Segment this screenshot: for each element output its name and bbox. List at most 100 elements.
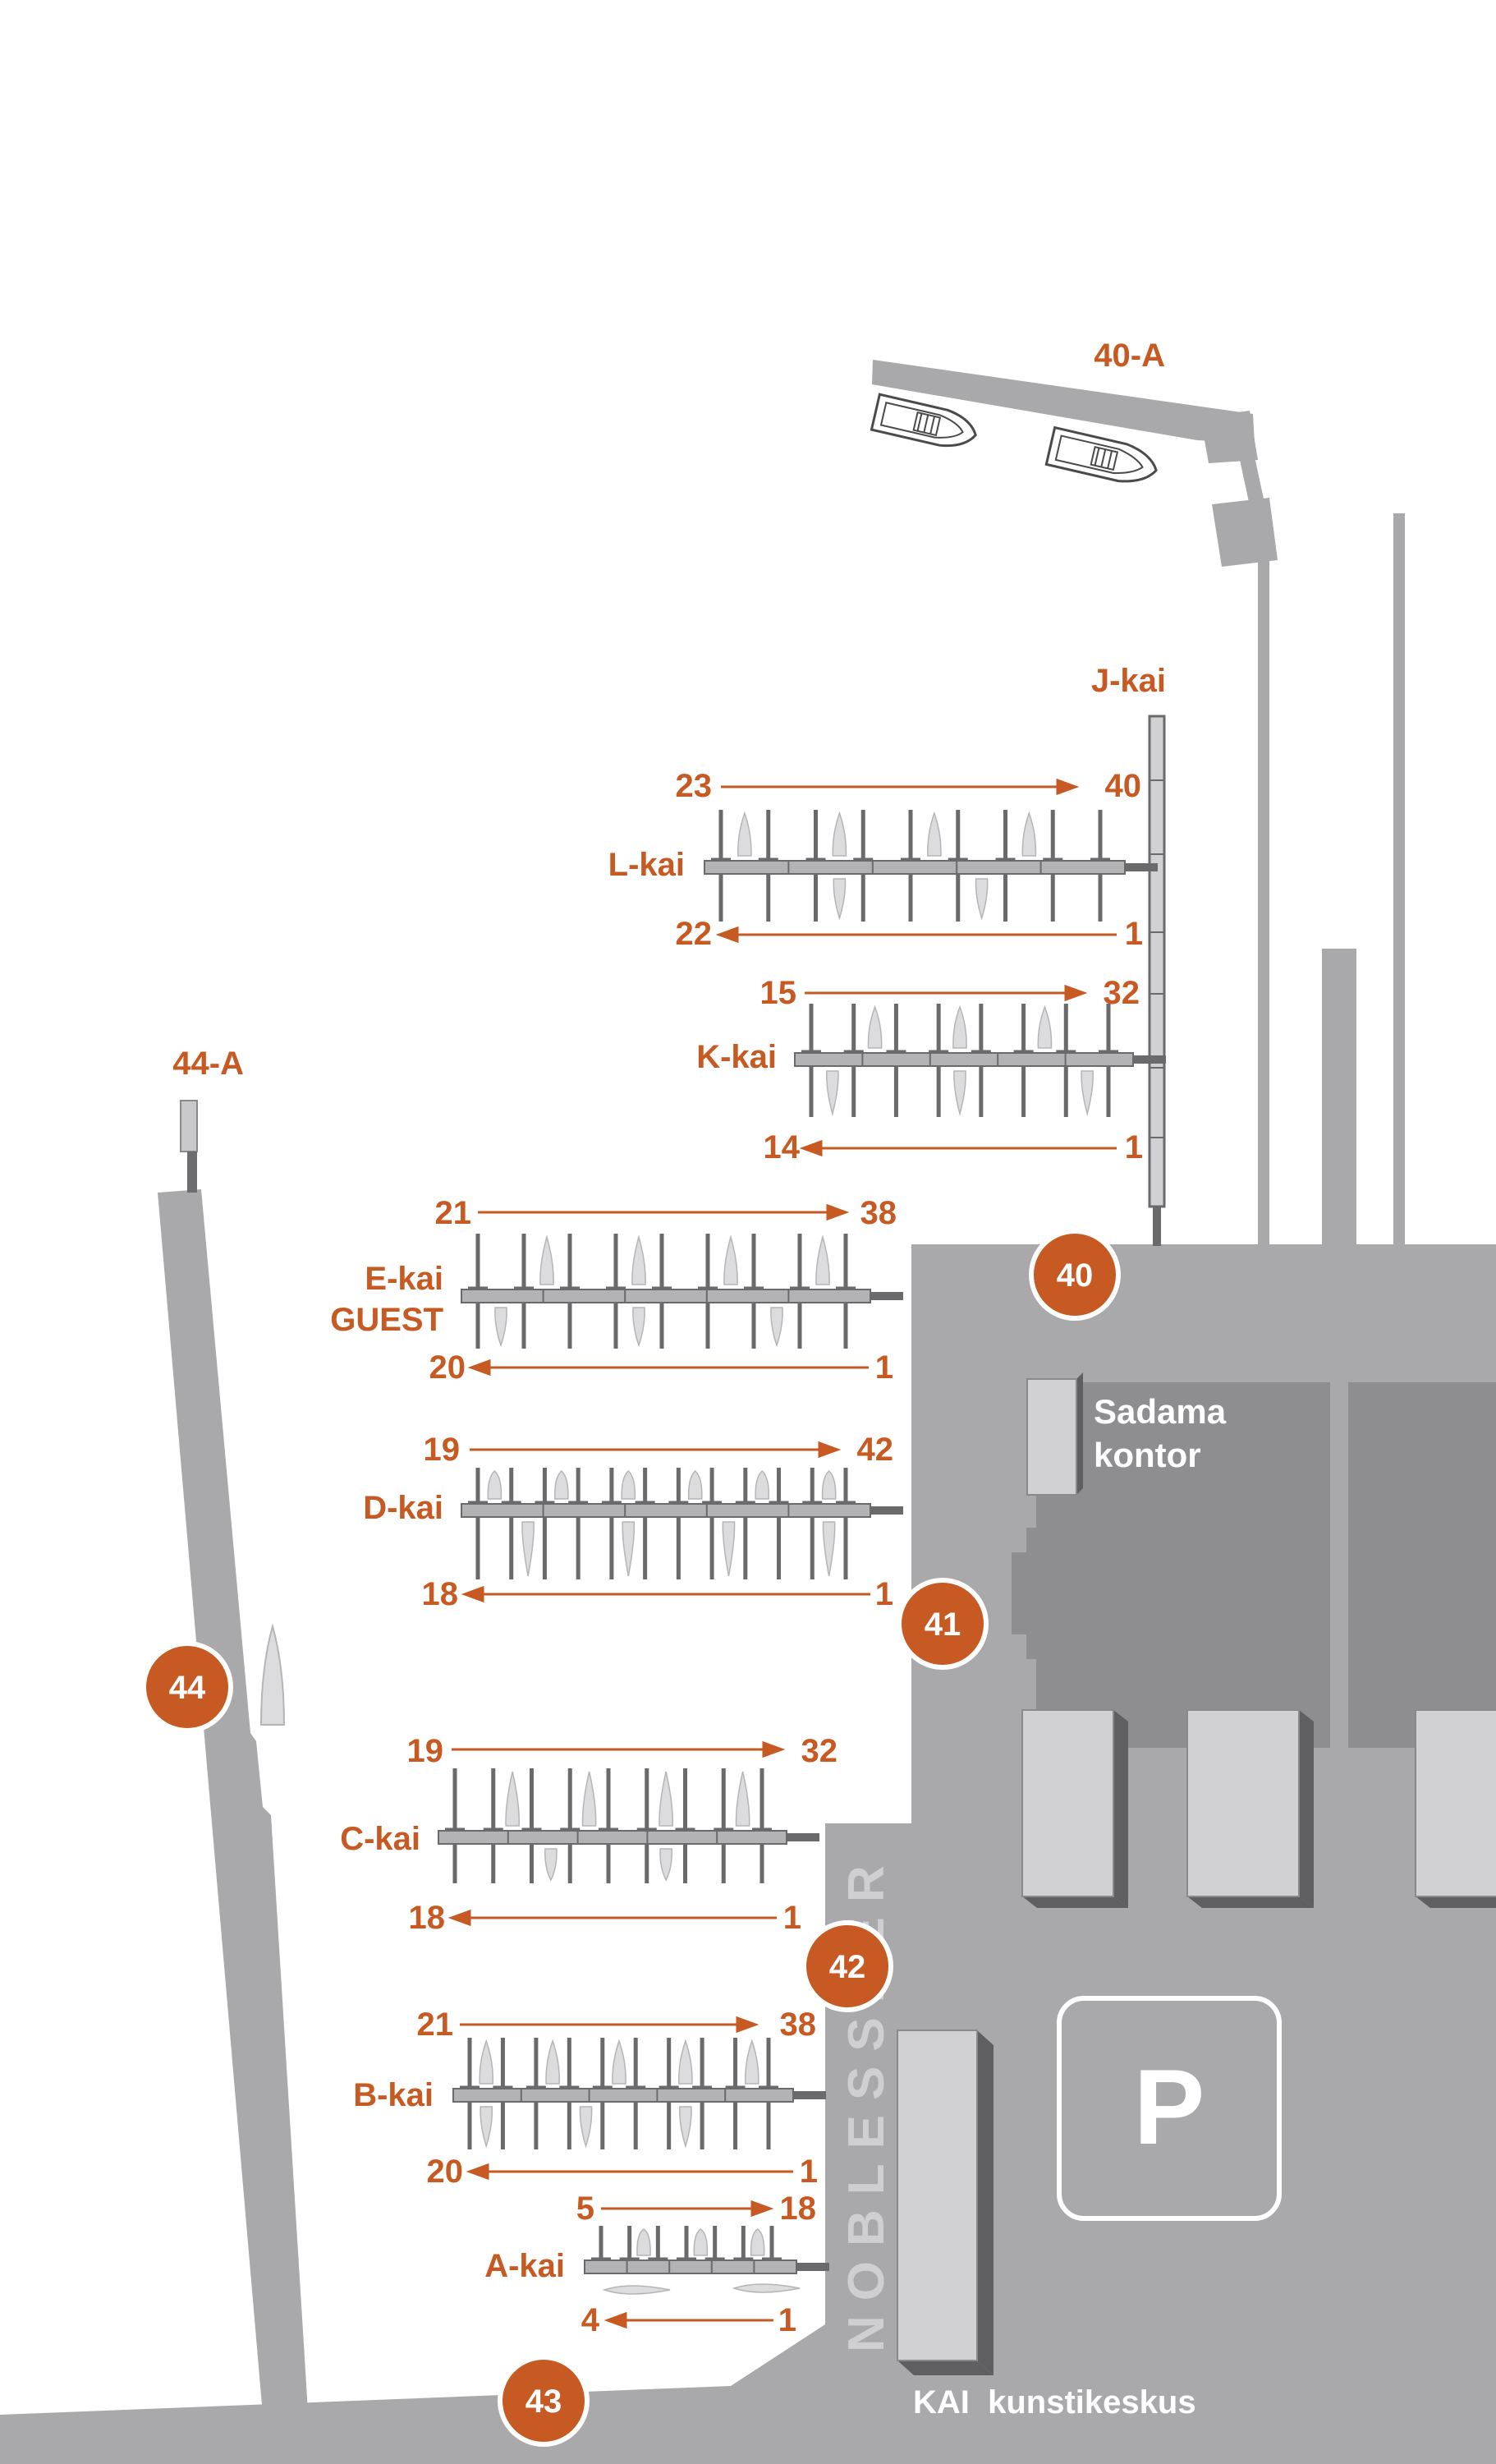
moored-boat <box>521 1521 535 1577</box>
pier-d-structure <box>461 1468 903 1579</box>
moored-boat <box>659 1771 673 1827</box>
warehouse-1 <box>1021 1709 1128 1908</box>
moored-boat <box>732 2283 801 2293</box>
harbour-building-2 <box>1348 1382 1496 1748</box>
moored-boat <box>679 2106 692 2149</box>
moored-boat <box>927 811 942 857</box>
pier-a-structure <box>584 2226 829 2274</box>
pier-b-connector <box>793 2091 826 2099</box>
l-kai-bottom-start: 22 <box>676 916 713 952</box>
pier-44a-label: 44-A <box>172 1046 244 1082</box>
pier-40a-label: 40-A <box>1094 338 1165 374</box>
c-kai-label: C-kai <box>340 1821 420 1857</box>
harbour-office-label-1: Sadama <box>1094 1392 1227 1431</box>
parking-sign <box>1057 1996 1282 2221</box>
pier-e-structure <box>461 1234 903 1349</box>
harbour-building-1 <box>1012 1382 1330 1748</box>
j-kai-pier <box>1148 715 1166 1246</box>
marker-43: 43 <box>498 2355 590 2447</box>
pier-40a-connector <box>1240 457 1264 506</box>
buildings <box>897 1372 1496 2375</box>
moored-boat <box>867 1004 883 1049</box>
moored-boat <box>975 878 989 921</box>
office-shadow <box>1076 1372 1083 1495</box>
moored-boat <box>636 2228 651 2256</box>
l-kai-top-end: 40 <box>1105 768 1142 804</box>
moored-boat <box>581 1771 597 1827</box>
moored-boat <box>723 1234 738 1285</box>
pier-layer <box>438 810 1166 2295</box>
marker-42-label: 42 <box>829 1949 866 1985</box>
pier-k-structure <box>794 1004 1166 1117</box>
d-kai-bottom-end: 1 <box>875 1576 893 1612</box>
k-kai-bottom-start: 14 <box>764 1129 801 1165</box>
moored-boat <box>505 1771 520 1827</box>
moored-boat <box>953 1070 966 1116</box>
b-kai-top-start: 21 <box>417 2007 454 2043</box>
b-kai-label: B-kai <box>353 2077 434 2113</box>
b-kai-bottom-end: 1 <box>800 2154 818 2190</box>
breakwater-light <box>187 1152 197 1193</box>
moored-boat <box>815 1234 830 1285</box>
west-breakwater <box>158 1189 308 2415</box>
moored-boat <box>612 2039 626 2085</box>
c-kai-bottom-start: 18 <box>409 1900 446 1936</box>
a-kai-label: A-kai <box>484 2248 565 2284</box>
breakwater-tip <box>180 1100 198 1152</box>
moored-boat <box>744 2039 759 2085</box>
moored-boat <box>479 2039 494 2085</box>
moored-boat <box>822 1521 836 1577</box>
pier-k-walkway <box>794 1052 1134 1067</box>
l-kai-bottom-end: 1 <box>1125 916 1143 952</box>
moored-boat <box>602 2285 671 2295</box>
k-kai-label: K-kai <box>696 1039 777 1075</box>
d-kai-bottom-start: 18 <box>422 1576 459 1612</box>
moored-boat <box>1081 1070 1094 1116</box>
c-kai-top-end: 32 <box>801 1733 838 1769</box>
pier-c-connector <box>787 1833 819 1841</box>
pier-b-walkway <box>452 2088 794 2103</box>
d-kai-top-start: 19 <box>424 1432 461 1468</box>
moored-boat <box>755 1469 770 1500</box>
pier-40a <box>872 360 1255 444</box>
pier-e-walkway <box>461 1289 871 1303</box>
l-kai-top-start: 23 <box>676 768 713 804</box>
pier-c-structure <box>438 1768 819 1883</box>
moored-boat <box>722 1521 736 1577</box>
numbering-arrows <box>447 778 1117 2329</box>
marker-40-label: 40 <box>1057 1257 1094 1294</box>
moored-boat <box>1037 1004 1053 1049</box>
breakwater-strip-2 <box>1322 949 1356 1247</box>
k-kai-top-end: 32 <box>1104 975 1140 1011</box>
marker-42: 42 <box>801 1920 893 2012</box>
e-kai-bottom-end: 1 <box>875 1349 893 1386</box>
marker-41-label: 41 <box>925 1607 961 1643</box>
moored-boat <box>553 1469 569 1500</box>
pier-l-structure <box>704 810 1158 922</box>
e-kai-bottom-start: 20 <box>429 1349 466 1386</box>
moored-boat <box>833 878 847 921</box>
breakwater-strip-3 <box>1393 513 1405 1247</box>
parking-label: P <box>1134 2047 1205 2167</box>
e-kai-label: E-kai <box>365 1261 443 1297</box>
marker-44: 44 <box>141 1641 233 1733</box>
art-centre-building <box>897 2030 994 2375</box>
moored-boat <box>1021 811 1037 857</box>
pier-d-walkway <box>461 1503 871 1518</box>
moored-boat <box>821 1469 837 1500</box>
moored-boat <box>659 1848 672 1882</box>
moored-boat <box>832 811 847 857</box>
pier-c-walkway <box>438 1830 787 1845</box>
pier-k-connector <box>1133 1055 1166 1064</box>
a-kai-bottom-end: 1 <box>778 2302 796 2338</box>
pier-l-walkway <box>704 860 1126 875</box>
e-kai-top-start: 21 <box>435 1195 472 1231</box>
moored-boat <box>544 1848 558 1882</box>
a-kai-bottom-start: 4 <box>581 2302 600 2338</box>
moored-boat <box>539 1234 554 1285</box>
moored-boat <box>545 2039 560 2085</box>
moored-boat <box>737 811 752 857</box>
moored-boat <box>494 1307 507 1348</box>
pier-d-connector <box>870 1506 903 1515</box>
